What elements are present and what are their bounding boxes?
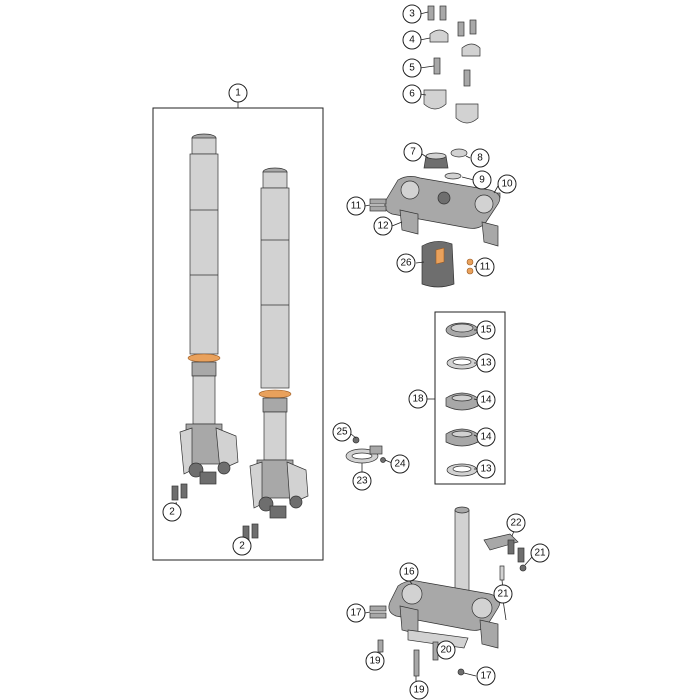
callout-16-label: 16 [403, 567, 415, 578]
callout-13-lower: 13 [476, 459, 496, 479]
callout-6: 6 [402, 84, 422, 104]
callout-9: 9 [472, 170, 492, 190]
right-fork-leg [249, 167, 309, 519]
callout-19-left: 19 [365, 651, 385, 671]
callout-21-lower: 21 [493, 584, 513, 604]
callout-20: 20 [436, 640, 456, 660]
callout-15-label: 15 [480, 325, 492, 336]
callout-18-label: 18 [412, 394, 424, 405]
callout-14-lower-label: 14 [480, 432, 492, 443]
callout-14-upper-label: 14 [480, 395, 492, 406]
callout-2-right: 2 [232, 536, 252, 556]
callout-13-upper: 13 [476, 353, 496, 373]
callout-4-label: 4 [409, 35, 415, 46]
callout-17-right: 17 [476, 666, 496, 686]
callout-8-label: 8 [477, 153, 483, 164]
callout-3: 3 [402, 4, 422, 24]
callout-4: 4 [402, 30, 422, 50]
callout-23-label: 23 [356, 476, 368, 487]
callout-11-lower-label: 11 [480, 262, 491, 273]
callout-5: 5 [402, 58, 422, 78]
callout-13-upper-label: 13 [480, 358, 492, 369]
lower-triple-clamp [369, 506, 527, 677]
callout-22: 22 [506, 513, 526, 533]
left-fork-leg [179, 133, 239, 485]
callout-8: 8 [470, 148, 490, 168]
callout-16: 16 [399, 562, 419, 582]
callout-14-lower: 14 [476, 427, 496, 447]
callout-26-label: 26 [400, 258, 412, 269]
handlebar-clamp-hardware [423, 5, 481, 124]
callout-17-left-label: 17 [350, 608, 362, 619]
callout-2-left-label: 2 [169, 507, 175, 518]
callout-11-lower: 11 [475, 257, 495, 277]
callout-25-label: 25 [336, 427, 348, 438]
callout-17-left: 17 [346, 603, 366, 623]
fork-assembly-group [152, 102, 324, 561]
callout-3-label: 3 [409, 9, 415, 20]
callout-13-lower-label: 13 [480, 464, 492, 475]
callout-19-left-label: 19 [369, 656, 381, 667]
callout-12-label: 12 [377, 221, 389, 232]
callout-2-left: 2 [162, 502, 182, 522]
callout-14-upper: 14 [476, 390, 496, 410]
callout-22-label: 22 [510, 518, 522, 529]
callout-10: 10 [497, 174, 517, 194]
callout-21-lower-label: 21 [497, 589, 509, 600]
callout-21-upper: 21 [530, 543, 550, 563]
callout-20-label: 20 [440, 645, 452, 656]
callout-19-bottom-label: 19 [413, 685, 425, 696]
callout-1: 1 [228, 83, 248, 103]
callout-7-label: 7 [410, 147, 416, 158]
callout-23: 23 [352, 471, 372, 491]
callout-2-right-label: 2 [239, 541, 245, 552]
callout-19-bottom: 19 [409, 680, 429, 700]
callout-15: 15 [476, 320, 496, 340]
callout-5-label: 5 [409, 63, 415, 74]
callout-12: 12 [373, 216, 393, 236]
callout-9-label: 9 [479, 175, 485, 186]
callout-24: 24 [390, 454, 410, 474]
bearing-group-frame [434, 311, 506, 485]
callout-1-label: 1 [235, 88, 241, 99]
callout-25: 25 [332, 422, 352, 442]
axle-clamp-bolts-left [171, 483, 188, 501]
callout-17-right-label: 17 [480, 671, 492, 682]
steering-damper-clamp [345, 436, 386, 464]
callout-24-label: 24 [394, 459, 406, 470]
steering-bearing-group [434, 311, 506, 485]
callout-6-label: 6 [409, 89, 415, 100]
callout-18: 18 [408, 389, 428, 409]
upper-triple-clamp [369, 148, 501, 288]
callout-7: 7 [403, 142, 423, 162]
callout-11-upper: 11 [346, 196, 366, 216]
callout-11-upper-label: 11 [351, 201, 362, 212]
callout-26: 26 [396, 253, 416, 273]
callout-21-upper-label: 21 [534, 548, 546, 559]
callout-10-label: 10 [501, 179, 513, 190]
